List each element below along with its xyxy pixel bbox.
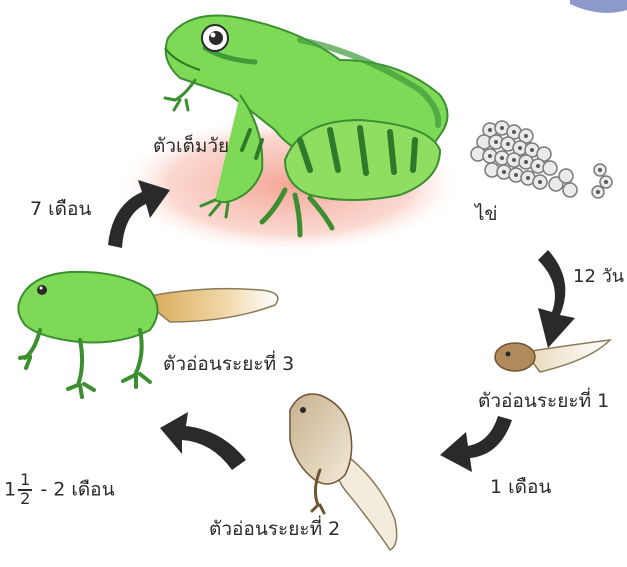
duration-stage3-to-adult: 7 เดือน	[30, 200, 91, 219]
duration-eggs-to-stage1: 12 วัน	[573, 268, 624, 286]
tadpole-stage-1-icon	[495, 340, 610, 372]
fraction-denominator: 2	[18, 491, 32, 508]
duration-rest: - 2 เดือน	[34, 478, 114, 500]
duration-stage1-to-stage2: 1 เดือน	[490, 478, 551, 497]
eggs-label: ไข่	[475, 205, 498, 224]
arrow-stage1-to-stage2-icon	[440, 416, 512, 472]
duration-whole: 1	[4, 478, 16, 500]
fraction-numerator: 1	[18, 472, 32, 491]
arrow-eggs-to-stage1-icon	[538, 250, 575, 348]
tadpole-stage-3-icon	[18, 272, 278, 397]
arrow-stage2-to-stage3-icon	[160, 412, 246, 470]
adult-label: ตัวเต็มวัย	[153, 137, 229, 156]
eggs-cluster-icon	[471, 121, 612, 198]
tadpole-stage-3-label: ตัวอ่อนระยะที่ 3	[163, 355, 294, 374]
tadpole-stage-2-label: ตัวอ่อนระยะที่ 2	[209, 520, 340, 539]
tadpole-stage-1-label: ตัวอ่อนระยะที่ 1	[478, 392, 609, 411]
corner-decoration	[570, 0, 627, 13]
